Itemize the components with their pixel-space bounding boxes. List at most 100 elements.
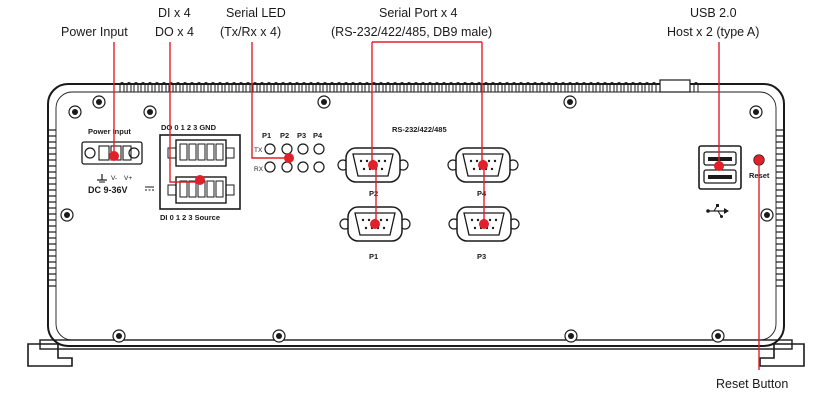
serial-led bbox=[281, 143, 293, 155]
dio-connector-tab bbox=[225, 147, 235, 159]
heatsink-fin bbox=[280, 82, 286, 92]
heatsink-fin bbox=[322, 82, 328, 92]
heatsink-fin bbox=[651, 82, 657, 92]
leader-dot-dio bbox=[195, 175, 205, 185]
callout-reset-button: Reset Button bbox=[716, 377, 788, 391]
callout-serial-led-line1: Serial LED bbox=[226, 6, 286, 20]
dc-symbol-icon bbox=[145, 186, 154, 191]
heatsink-fin bbox=[126, 82, 132, 92]
di-header-label: DI 0 1 2 3 Source bbox=[160, 213, 220, 222]
heatsink-fin bbox=[175, 82, 181, 92]
screw-center bbox=[72, 109, 78, 115]
heatsink-fin bbox=[574, 82, 580, 92]
power-rating-label: DC 9-36V bbox=[88, 185, 128, 195]
screw-center bbox=[96, 99, 102, 105]
callout-di: DI x 4 bbox=[158, 6, 191, 20]
heatsink-fin bbox=[469, 82, 475, 92]
db9-pin bbox=[472, 167, 476, 171]
led-col-label-p1: P1 bbox=[262, 131, 271, 140]
usb-icon bbox=[706, 204, 729, 218]
led-col-label-p2: P2 bbox=[280, 131, 289, 140]
heatsink-fin bbox=[539, 82, 545, 92]
heatsink-fin bbox=[616, 82, 622, 92]
dio-pin bbox=[206, 143, 215, 161]
serial-led bbox=[297, 161, 309, 173]
heatsink-fin bbox=[161, 82, 167, 92]
heatsink-fin bbox=[581, 82, 587, 92]
heatsink-fin bbox=[532, 82, 538, 92]
heatsink-fin bbox=[357, 82, 363, 92]
heatsink-fin bbox=[392, 82, 398, 92]
heatsink-fin bbox=[413, 82, 419, 92]
heatsink-fin bbox=[518, 82, 524, 92]
screw-center bbox=[568, 333, 574, 339]
heatsink-fin bbox=[693, 82, 699, 92]
heatsink-fin bbox=[553, 82, 559, 92]
power-terminal-pin-1 bbox=[98, 145, 110, 161]
dio-connector-tab bbox=[225, 184, 235, 196]
power-terminal-screw-right bbox=[128, 147, 140, 159]
callout-power-input: Power Input bbox=[61, 25, 128, 39]
serial-led bbox=[313, 161, 325, 173]
db9-pin bbox=[470, 218, 474, 222]
heatsink-fin bbox=[378, 82, 384, 92]
dio-top-connector bbox=[167, 139, 235, 167]
heatsink-fin bbox=[483, 82, 489, 92]
db9-pin bbox=[493, 159, 497, 163]
leader-dio bbox=[169, 42, 200, 183]
heatsink-fin bbox=[210, 82, 216, 92]
power-input-panel-label: Power Input bbox=[88, 127, 131, 136]
dio-pin bbox=[188, 143, 197, 161]
heatsink-fin bbox=[406, 82, 412, 92]
screw-center bbox=[715, 333, 721, 339]
heatsink-fin bbox=[308, 82, 314, 92]
leader-serial-led bbox=[251, 42, 289, 159]
leader-dot-power-input bbox=[109, 151, 119, 161]
screw-center bbox=[64, 212, 70, 218]
heatsink-fin bbox=[273, 82, 279, 92]
heatsink-fin bbox=[434, 82, 440, 92]
dio-pin bbox=[179, 143, 188, 161]
heatsink-fin bbox=[525, 82, 531, 92]
dio-frame bbox=[159, 134, 241, 210]
db9-pin bbox=[491, 226, 495, 230]
do-header-label: DO 0 1 2 3 GND bbox=[161, 123, 217, 132]
usb-housing bbox=[698, 145, 742, 190]
heatsink-fin bbox=[623, 82, 629, 92]
dio-pin bbox=[179, 180, 188, 198]
heatsink-fin bbox=[504, 82, 510, 92]
top-heatsink-fins bbox=[119, 79, 699, 93]
heatsink-fin bbox=[350, 82, 356, 92]
left-mounting-flange bbox=[27, 343, 73, 367]
dio-pin bbox=[206, 180, 215, 198]
serial-port-section: RS-232/422/485 P2 P4 P1 P3 bbox=[337, 125, 520, 261]
heatsink-fin bbox=[644, 82, 650, 92]
leader-dot-serial-p3 bbox=[479, 219, 489, 229]
leader-lines bbox=[109, 41, 764, 370]
db9-pin bbox=[365, 159, 369, 163]
serial-led bbox=[264, 161, 276, 173]
callout-usb-line2: Host x 2 (type A) bbox=[667, 25, 759, 39]
heatsink-fin bbox=[259, 82, 265, 92]
heatsink-fin bbox=[329, 82, 335, 92]
screw-center bbox=[321, 99, 327, 105]
heatsink-fin bbox=[252, 82, 258, 92]
db9-pin bbox=[361, 218, 365, 222]
callout-serial-led-line2: (Tx/Rx x 4) bbox=[220, 25, 281, 39]
heatsink-fin bbox=[441, 82, 447, 92]
db9-pin bbox=[490, 167, 494, 171]
chassis-outer bbox=[47, 83, 785, 347]
heatsink-fin bbox=[133, 82, 139, 92]
power-terminal-pin-3 bbox=[122, 145, 132, 161]
db9-pin bbox=[494, 218, 498, 222]
screw-center bbox=[567, 99, 573, 105]
heatsink-fin bbox=[609, 82, 615, 92]
db9-pin bbox=[385, 218, 389, 222]
callout-usb-line1: USB 2.0 bbox=[690, 6, 737, 20]
db9-pin bbox=[367, 218, 371, 222]
heatsink-fin bbox=[217, 82, 223, 92]
heatsink-fin bbox=[490, 82, 496, 92]
dio-pin bbox=[197, 143, 206, 161]
leader-dot-serial-led bbox=[284, 153, 294, 163]
heatsink-fin bbox=[224, 82, 230, 92]
